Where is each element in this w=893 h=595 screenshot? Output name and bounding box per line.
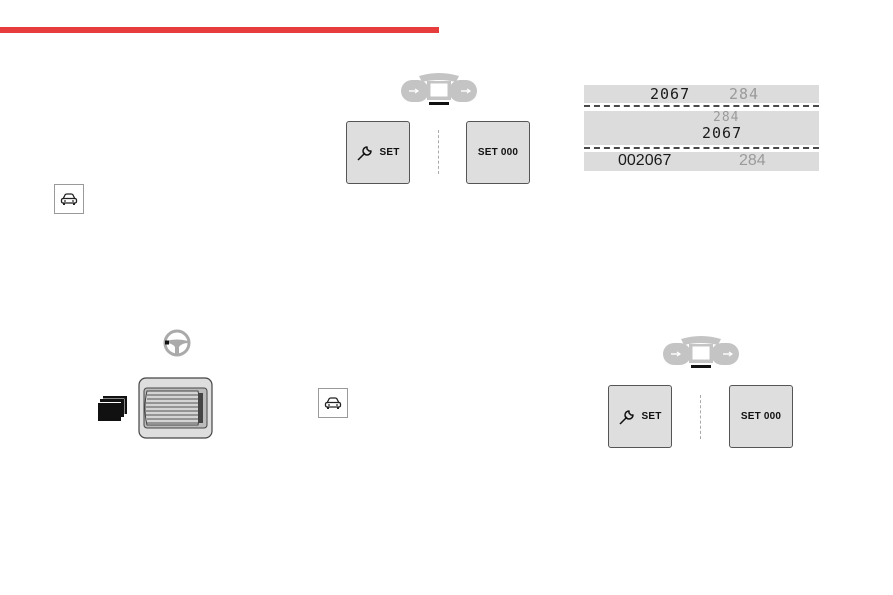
set-label: SET: [379, 147, 400, 158]
car-icon: [60, 193, 78, 205]
service-distance-value: 284: [729, 85, 760, 103]
display-row-3: 002067 284: [584, 152, 819, 171]
service-distance-value: 284: [739, 152, 766, 169]
odometer-value: 002067: [618, 152, 672, 169]
maintenance-set-button[interactable]: SET: [608, 385, 672, 448]
set-reset-label: SET 000: [477, 147, 519, 158]
wrench-icon: [357, 145, 373, 161]
display-divider: [584, 147, 819, 149]
key-separator: [700, 395, 701, 439]
steering-wheel-icon: [162, 328, 192, 363]
display-row-2: 284 2067: [584, 110, 819, 145]
set-reset-button[interactable]: SET 000: [466, 121, 530, 184]
display-row-1: 2067 284: [584, 85, 819, 103]
thumbwheel-control[interactable]: [138, 377, 213, 444]
display-divider: [584, 105, 819, 107]
stacked-screens-icon: [97, 396, 129, 427]
set-reset-label: SET 000: [740, 411, 782, 422]
section-header-rule: [0, 27, 439, 33]
maintenance-set-button[interactable]: SET: [346, 121, 410, 184]
set-label: SET: [641, 411, 662, 422]
trip-distance-value: 2067: [650, 85, 691, 103]
trip-distance-value: 2067: [702, 124, 743, 142]
service-distance-value: 284: [713, 110, 740, 125]
car-icon-box: [318, 388, 348, 418]
car-icon: [324, 397, 342, 409]
set-reset-button[interactable]: SET 000: [729, 385, 793, 448]
instrument-cluster-icon: [661, 334, 741, 370]
car-icon-box: [54, 184, 84, 214]
instrument-cluster-icon: [399, 71, 479, 107]
key-separator: [438, 130, 439, 174]
wrench-icon: [619, 409, 635, 425]
